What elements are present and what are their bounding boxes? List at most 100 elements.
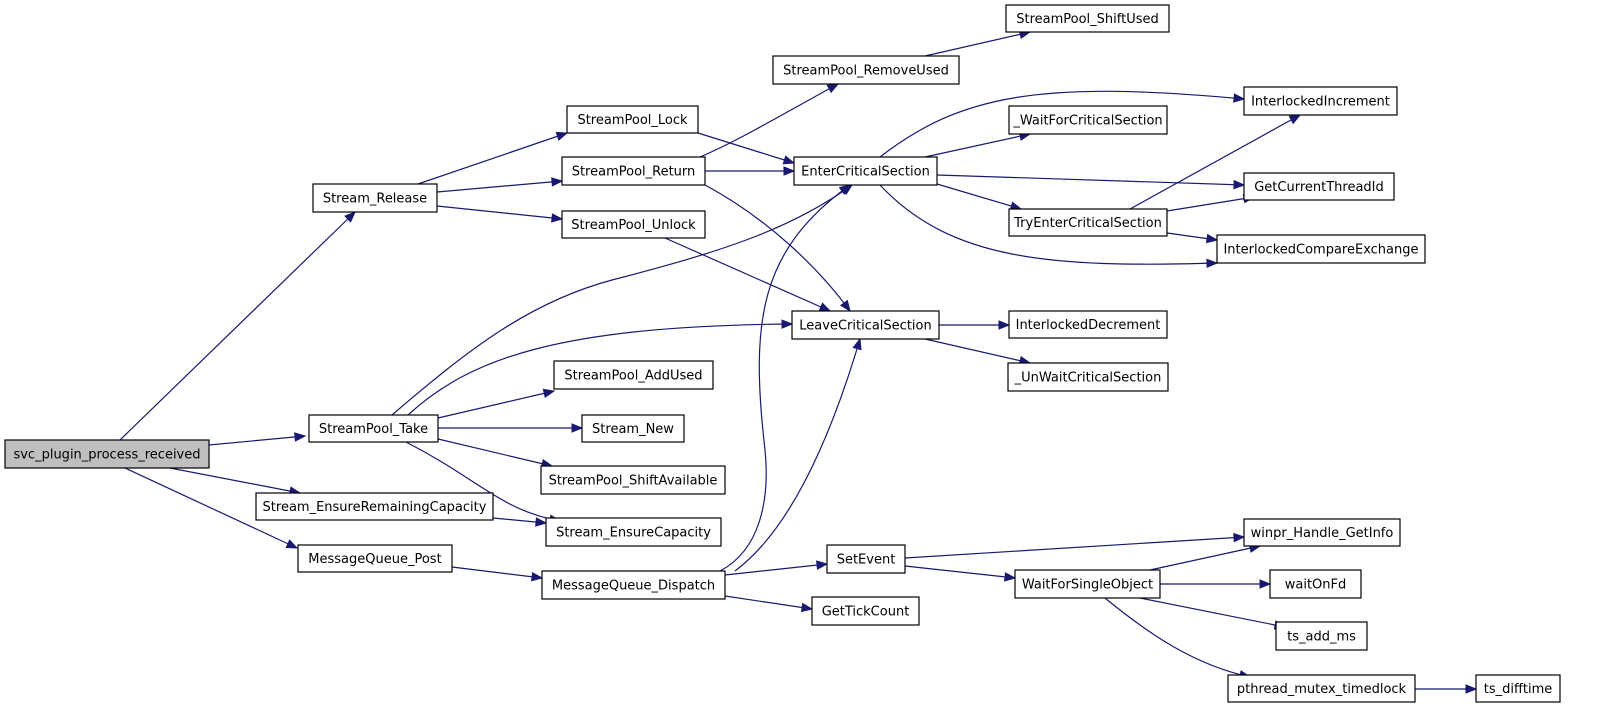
arrowhead-streampool_take-to-streampool_addused <box>542 388 556 398</box>
node-box[interactable] <box>1008 105 1168 135</box>
node-box[interactable] <box>255 492 494 521</box>
arrowhead-messagequeue_dispatch-to-gettickcount <box>800 602 814 613</box>
node-winpr_handle_getinfo[interactable]: winpr_Handle_GetInfo <box>1243 518 1401 547</box>
node-box[interactable] <box>793 156 938 186</box>
arrowhead-svc-to-messagequeue_post <box>285 539 299 549</box>
node-stream_release[interactable]: Stream_Release <box>312 183 438 213</box>
node-messagequeue_dispatch[interactable]: MessageQueue_Dispatch <box>541 570 726 600</box>
node-tryentercriticalsection[interactable]: TryEnterCriticalSection <box>1008 208 1168 237</box>
node-streampool_lock[interactable]: StreamPool_Lock <box>566 105 699 134</box>
arrowhead-tryentercriticalsection-to-interlockedincrement <box>1288 114 1302 125</box>
node-streampool_return[interactable]: StreamPool_Return <box>561 156 706 186</box>
node-box[interactable] <box>1243 86 1398 116</box>
node-waitforsingleobject[interactable]: WaitForSingleObject <box>1014 569 1161 599</box>
node-label: TryEnterCriticalSection <box>1013 216 1162 231</box>
node-streampool_removeused[interactable]: StreamPool_RemoveUsed <box>772 55 960 85</box>
node-ts_difftime[interactable]: ts_difftime <box>1475 674 1561 703</box>
node-interlockedincrement[interactable]: InterlockedIncrement <box>1243 86 1398 116</box>
node-waitonfd[interactable]: waitOnFd <box>1269 569 1362 599</box>
node-box[interactable] <box>1014 569 1161 599</box>
node-streampool_take[interactable]: StreamPool_Take <box>308 414 439 443</box>
node-box[interactable] <box>1008 208 1168 237</box>
nodes-layer: svc_plugin_process_received Stream_Releas… <box>4 4 1561 703</box>
arrowhead-stream_release-to-streampool_unlock <box>551 213 564 223</box>
node-entercriticalsection[interactable]: EnterCriticalSection <box>793 156 938 186</box>
node-label: InterlockedCompareExchange <box>1223 243 1418 258</box>
node-streampool_unlock[interactable]: StreamPool_Unlock <box>561 210 706 239</box>
node-waitforcriticalsection[interactable]: _WaitForCriticalSection <box>1008 105 1168 135</box>
node-box[interactable] <box>1008 310 1168 339</box>
edge-streampool_take-to-stream_ensurecapacity <box>405 441 561 522</box>
node-box[interactable] <box>566 105 699 134</box>
node-streampool_shiftused[interactable]: StreamPool_ShiftUsed <box>1005 4 1170 33</box>
edge-setevent-to-waitforsingleobject <box>904 565 1016 579</box>
node-box[interactable] <box>1243 518 1401 547</box>
edge-entercriticalsection-to-interlockedcompareexchange <box>879 184 1218 265</box>
node-label: StreamPool_Lock <box>577 113 688 128</box>
node-label: InterlockedIncrement <box>1251 95 1390 110</box>
node-box[interactable] <box>1007 362 1169 392</box>
node-box[interactable] <box>561 210 706 239</box>
arrowhead-messagequeue_dispatch-to-entercriticalsection <box>838 184 852 195</box>
node-box[interactable] <box>297 544 453 573</box>
node-label: Stream_EnsureRemainingCapacity <box>263 500 487 515</box>
edge-messagequeue_dispatch-to-leavecriticalsection <box>734 338 861 572</box>
node-label: waitOnFd <box>1285 578 1347 593</box>
node-label: MessageQueue_Post <box>308 552 441 567</box>
edge-entercriticalsection-to-tryentercriticalsection <box>936 183 1022 210</box>
node-streampool_shiftavailable[interactable]: StreamPool_ShiftAvailable <box>540 465 726 495</box>
node-svc[interactable]: svc_plugin_process_received <box>4 439 210 469</box>
node-stream_ensure_remaining[interactable]: Stream_EnsureRemainingCapacity <box>255 492 494 521</box>
node-label: EnterCriticalSection <box>801 165 930 180</box>
node-box[interactable] <box>540 465 726 495</box>
node-box[interactable] <box>772 55 960 85</box>
node-interlockeddecrement[interactable]: InterlockedDecrement <box>1008 310 1168 339</box>
edge-messagequeue_dispatch-to-gettickcount <box>724 595 813 610</box>
arrowhead-pthread_mutex_timedlock-to-ts_difftime <box>1465 684 1478 694</box>
arrowhead-streampool_take-to-stream_new <box>571 423 584 433</box>
edge-stream_release-to-streampool_unlock <box>436 205 563 220</box>
node-pthread_mutex_timedlock[interactable]: pthread_mutex_timedlock <box>1227 674 1416 703</box>
node-box[interactable] <box>553 360 714 390</box>
arrowhead-tryentercriticalsection-to-interlockedcompareexchange <box>1205 233 1219 244</box>
node-box[interactable] <box>791 310 940 340</box>
node-box[interactable] <box>581 414 685 443</box>
node-box[interactable] <box>561 156 706 186</box>
edge-streampool_take-to-streampool_addused <box>437 390 555 419</box>
node-box[interactable] <box>545 517 722 547</box>
node-gettickcount[interactable]: GetTickCount <box>811 596 920 626</box>
node-stream_ensurecapacity[interactable]: Stream_EnsureCapacity <box>545 517 722 547</box>
node-label: GetCurrentThreadId <box>1254 180 1384 195</box>
node-box[interactable] <box>1243 172 1395 201</box>
edge-entercriticalsection-to-waitforcriticalsection <box>924 133 1031 158</box>
node-label: winpr_Handle_GetInfo <box>1251 526 1394 541</box>
node-box[interactable] <box>811 596 920 626</box>
node-box[interactable] <box>312 183 438 213</box>
node-box[interactable] <box>1269 569 1362 599</box>
node-box[interactable] <box>1005 4 1170 33</box>
node-streampool_addused[interactable]: StreamPool_AddUsed <box>553 360 714 390</box>
node-box[interactable] <box>1227 674 1416 703</box>
node-stream_new[interactable]: Stream_New <box>581 414 685 443</box>
node-ts_add_ms[interactable]: ts_add_ms <box>1275 621 1368 651</box>
node-box[interactable] <box>1216 234 1426 264</box>
node-interlockedcompareexchange[interactable]: InterlockedCompareExchange <box>1216 234 1426 264</box>
node-label: SetEvent <box>837 553 896 568</box>
node-unwaitcriticalsection[interactable]: _UnWaitCriticalSection <box>1007 362 1169 392</box>
node-box[interactable] <box>826 544 906 574</box>
edge-entercriticalsection-to-getcurrentthreadid <box>936 174 1245 186</box>
node-box[interactable] <box>4 439 210 469</box>
node-label: _UnWaitCriticalSection <box>1014 371 1162 386</box>
node-leavecriticalsection[interactable]: LeaveCriticalSection <box>791 310 940 340</box>
node-box[interactable] <box>541 570 726 600</box>
node-box[interactable] <box>1475 674 1561 703</box>
node-messagequeue_post[interactable]: MessageQueue_Post <box>297 544 453 573</box>
edge-streampool_lock-to-entercriticalsection <box>697 132 795 164</box>
arrowhead-streampool_return-to-entercriticalsection <box>783 166 796 176</box>
edge-leavecriticalsection-to-unwaitcriticalsection <box>924 338 1031 364</box>
node-getcurrentthreadid[interactable]: GetCurrentThreadId <box>1243 172 1395 201</box>
node-box[interactable] <box>1275 621 1368 651</box>
node-box[interactable] <box>308 414 439 443</box>
node-setevent[interactable]: SetEvent <box>826 544 906 574</box>
